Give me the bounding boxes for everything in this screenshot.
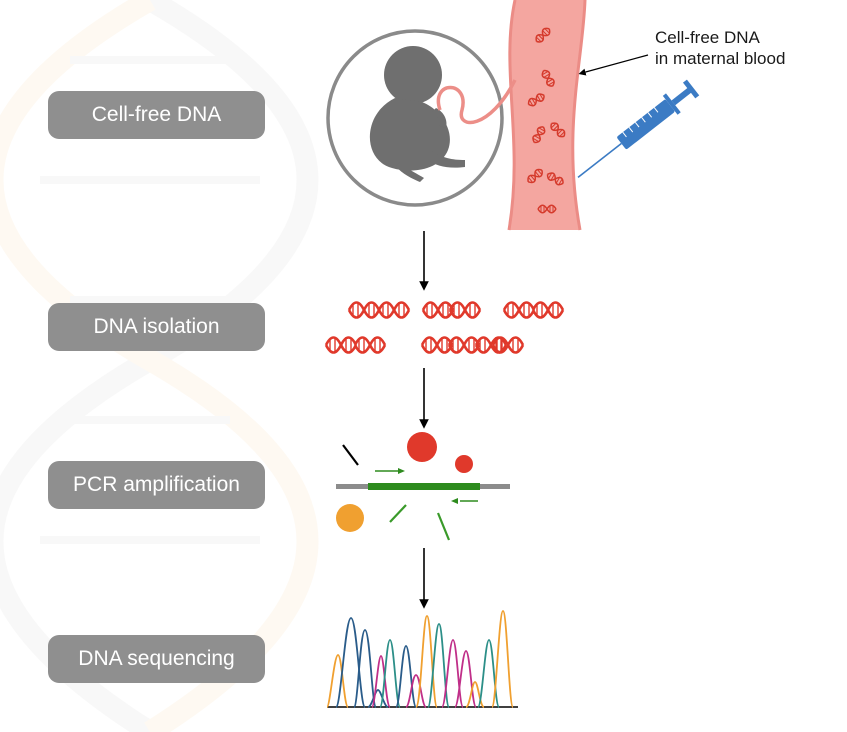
syringe-icon [577, 79, 700, 178]
blood-vessel-icon [507, 0, 587, 231]
step-dna-sequencing: DNA sequencing [48, 635, 265, 683]
chromatogram-icon [326, 610, 518, 708]
background-dna-watermark [0, 0, 319, 732]
callout-leader [578, 54, 649, 76]
fetus-icon [369, 46, 465, 182]
dna-helix-icon [324, 300, 565, 355]
step-dna-isolation: DNA isolation [48, 303, 265, 351]
umbilical-cord [436, 79, 517, 125]
pcr-illustration [336, 432, 510, 541]
step-pcr-amplification: PCR amplification [48, 461, 265, 509]
callout-label: Cell-free DNA in maternal blood [655, 27, 785, 69]
step-cell-free-dna: Cell-free DNA [48, 91, 265, 139]
callout-line-2: in maternal blood [655, 49, 786, 68]
callout-line-1: Cell-free DNA [655, 28, 760, 47]
